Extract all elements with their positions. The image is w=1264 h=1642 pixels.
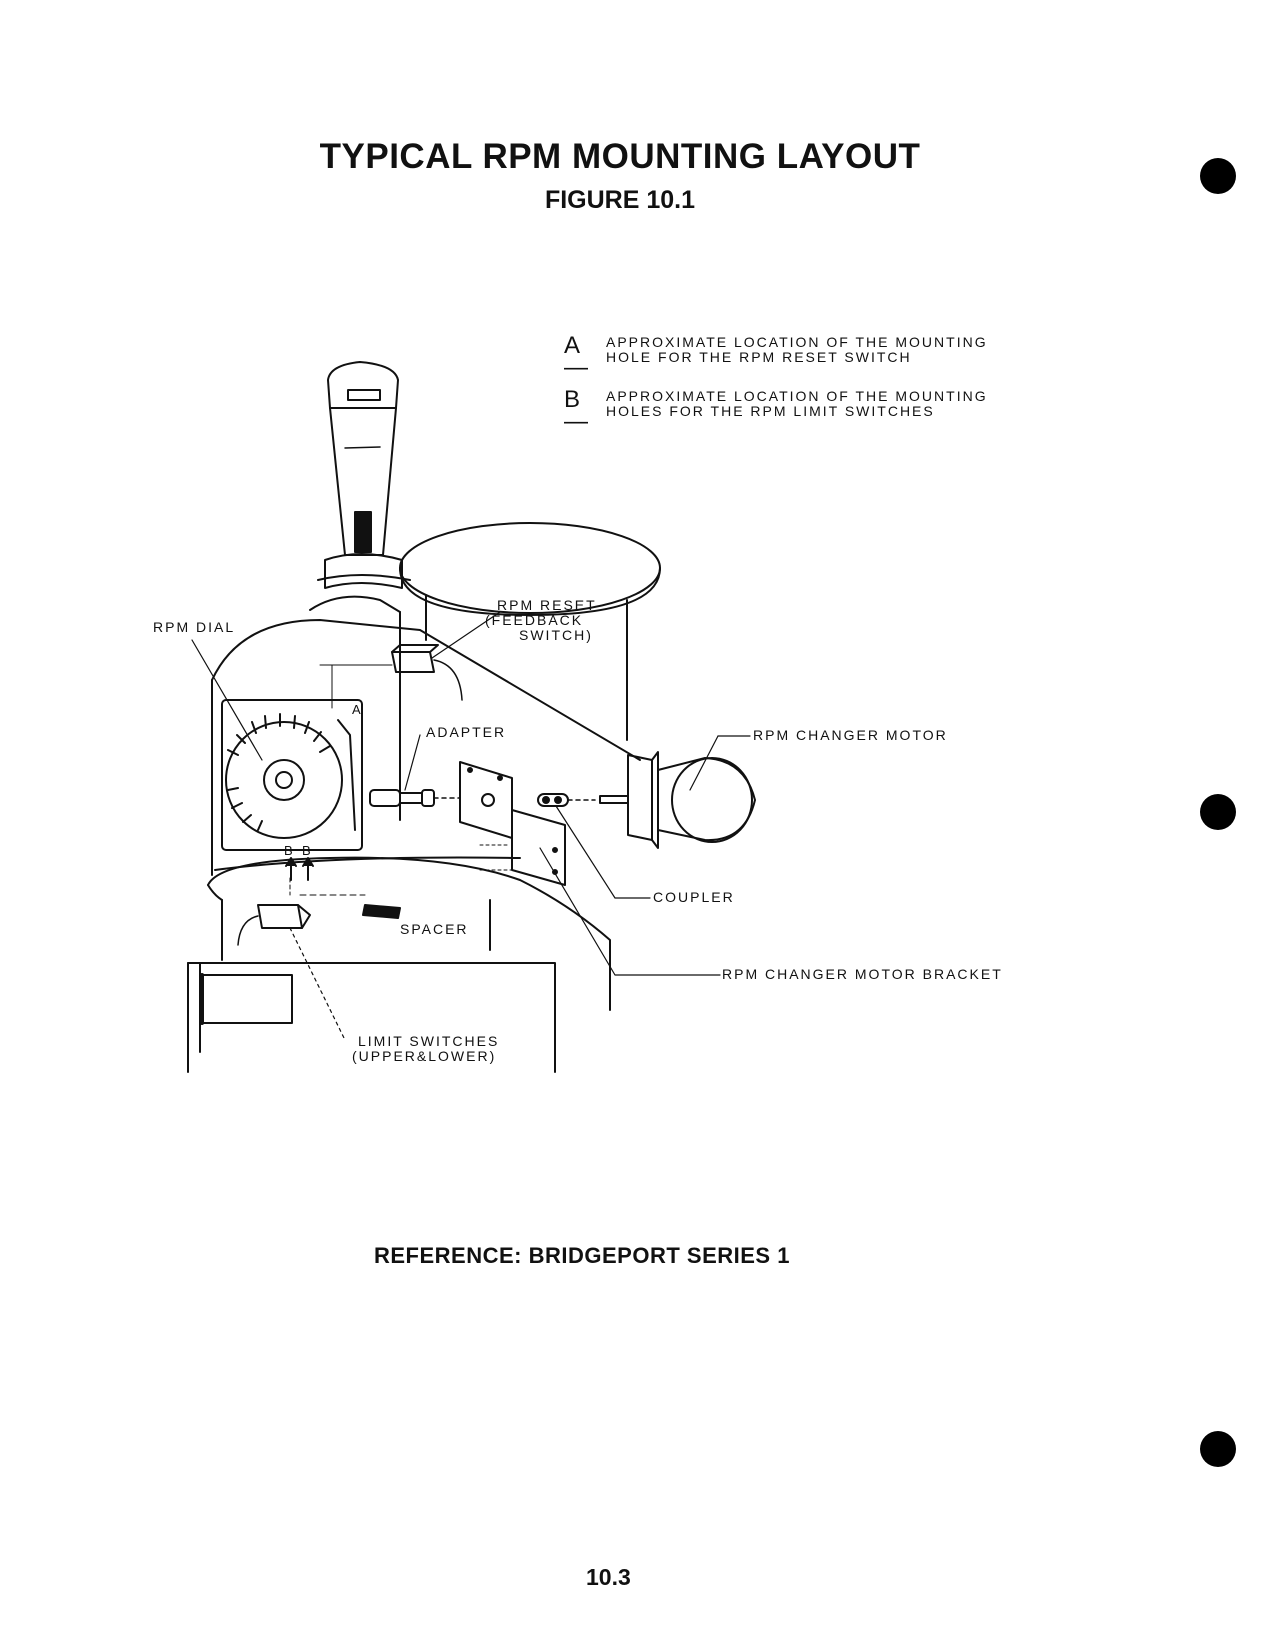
legend-text-b-line2: HOLES FOR THE RPM LIMIT SWITCHES	[606, 403, 935, 419]
leader-lines	[191, 611, 751, 1041]
label-rpm-changer-motor: RPM CHANGER MOTOR	[753, 727, 948, 743]
adapter-shaft	[369, 789, 461, 807]
saddle-block	[187, 962, 556, 1073]
legend-text-b-line1: APPROXIMATE LOCATION OF THE MOUNTING	[606, 388, 988, 404]
marker-b-2: B	[302, 843, 313, 858]
limit-switch	[237, 877, 366, 946]
pulley-housing	[399, 522, 661, 741]
figure-number: FIGURE 10.1	[544, 186, 696, 214]
punch-hole-middle	[1200, 794, 1236, 830]
page-title: TYPICAL RPM MOUNTING LAYOUT	[319, 137, 921, 176]
marker-b-1: B	[284, 843, 295, 858]
page-number: 10.3	[586, 1564, 631, 1590]
label-adapter: ADAPTER	[426, 724, 507, 740]
label-motor-bracket: RPM CHANGER MOTOR BRACKET	[722, 966, 1003, 982]
rpm-dial-panel	[221, 699, 363, 851]
legend-text-a-line1: APPROXIMATE LOCATION OF THE MOUNTING	[606, 334, 988, 350]
label-rpm-reset: RPM RESET (FEEDBACK SWITCH)	[485, 597, 597, 643]
punch-hole-top	[1200, 158, 1236, 194]
reference-note: REFERENCE: BRIDGEPORT SERIES 1	[374, 1243, 790, 1268]
label-rpm-dial: RPM DIAL	[153, 619, 236, 635]
figure-legend: A— APPROXIMATE LOCATION OF THE MOUNTING …	[564, 332, 988, 443]
spacer	[362, 904, 401, 919]
legend-item-b: B— APPROXIMATE LOCATION OF THE MOUNTING …	[564, 386, 988, 435]
legend-key-b: B—	[564, 386, 590, 435]
label-spacer: SPACER	[400, 921, 469, 937]
rpm-reset-switch	[319, 644, 463, 709]
rpm-changer-motor-body	[599, 751, 756, 849]
label-coupler: COUPLER	[653, 889, 735, 905]
legend-key-a: A—	[564, 332, 590, 381]
legend-item-a: A— APPROXIMATE LOCATION OF THE MOUNTING …	[564, 332, 988, 381]
limit-switch-hole-markers	[285, 857, 314, 881]
legend-text-a-line2: HOLE FOR THE RPM RESET SWITCH	[606, 349, 912, 365]
label-limit-switches: LIMIT SWITCHES (UPPER&LOWER)	[352, 1033, 500, 1064]
head-casting	[207, 595, 641, 1011]
quill-handle	[317, 361, 411, 589]
motor-bracket	[459, 761, 566, 886]
punch-hole-bottom	[1200, 1431, 1236, 1467]
marker-a: A	[352, 702, 363, 717]
coupler	[537, 793, 596, 807]
